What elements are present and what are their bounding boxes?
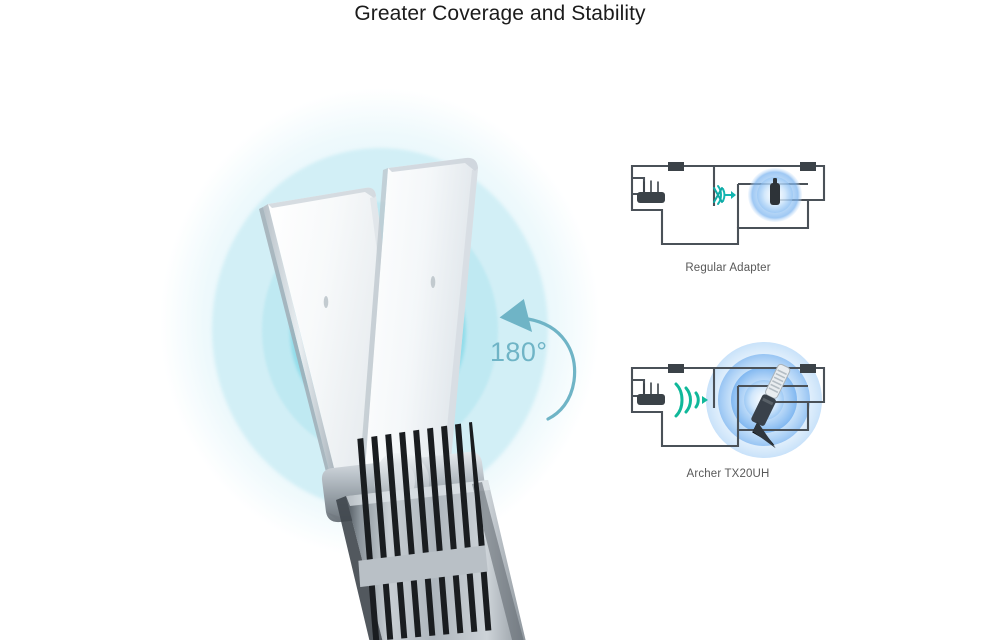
panel-caption-regular-adapter: Regular Adapter — [685, 262, 771, 274]
page-title: Greater Coverage and Stability — [354, 2, 646, 25]
usb-dongle-icon — [770, 178, 780, 205]
archer-adapter-icon — [751, 363, 791, 449]
floorplan-pillar-icon — [668, 364, 816, 373]
router-icon — [637, 382, 665, 405]
wifi-signal-strong-icon — [674, 382, 708, 418]
rotation-degrees-label: 180° — [490, 337, 548, 367]
comparison-panel-regular-adapter: Regular Adapter — [618, 150, 838, 274]
router-icon — [637, 180, 665, 203]
curved-rotation-arrow-icon — [499, 299, 577, 421]
panel-caption-archer-tx20uh: Archer TX20UH — [686, 468, 770, 480]
floorplan-regular-adapter — [630, 162, 826, 246]
adapter-product-image — [259, 157, 526, 640]
floorplan-pillar-icon — [668, 162, 816, 171]
antenna-panel-right-icon — [359, 157, 478, 482]
rotation-callout: 180° — [470, 285, 600, 425]
wifi-signal-weak-icon — [713, 185, 736, 205]
comparison-panel-archer-tx20uh: Archer TX20UH — [618, 338, 838, 480]
floorplan-archer-tx20uh — [630, 342, 826, 458]
